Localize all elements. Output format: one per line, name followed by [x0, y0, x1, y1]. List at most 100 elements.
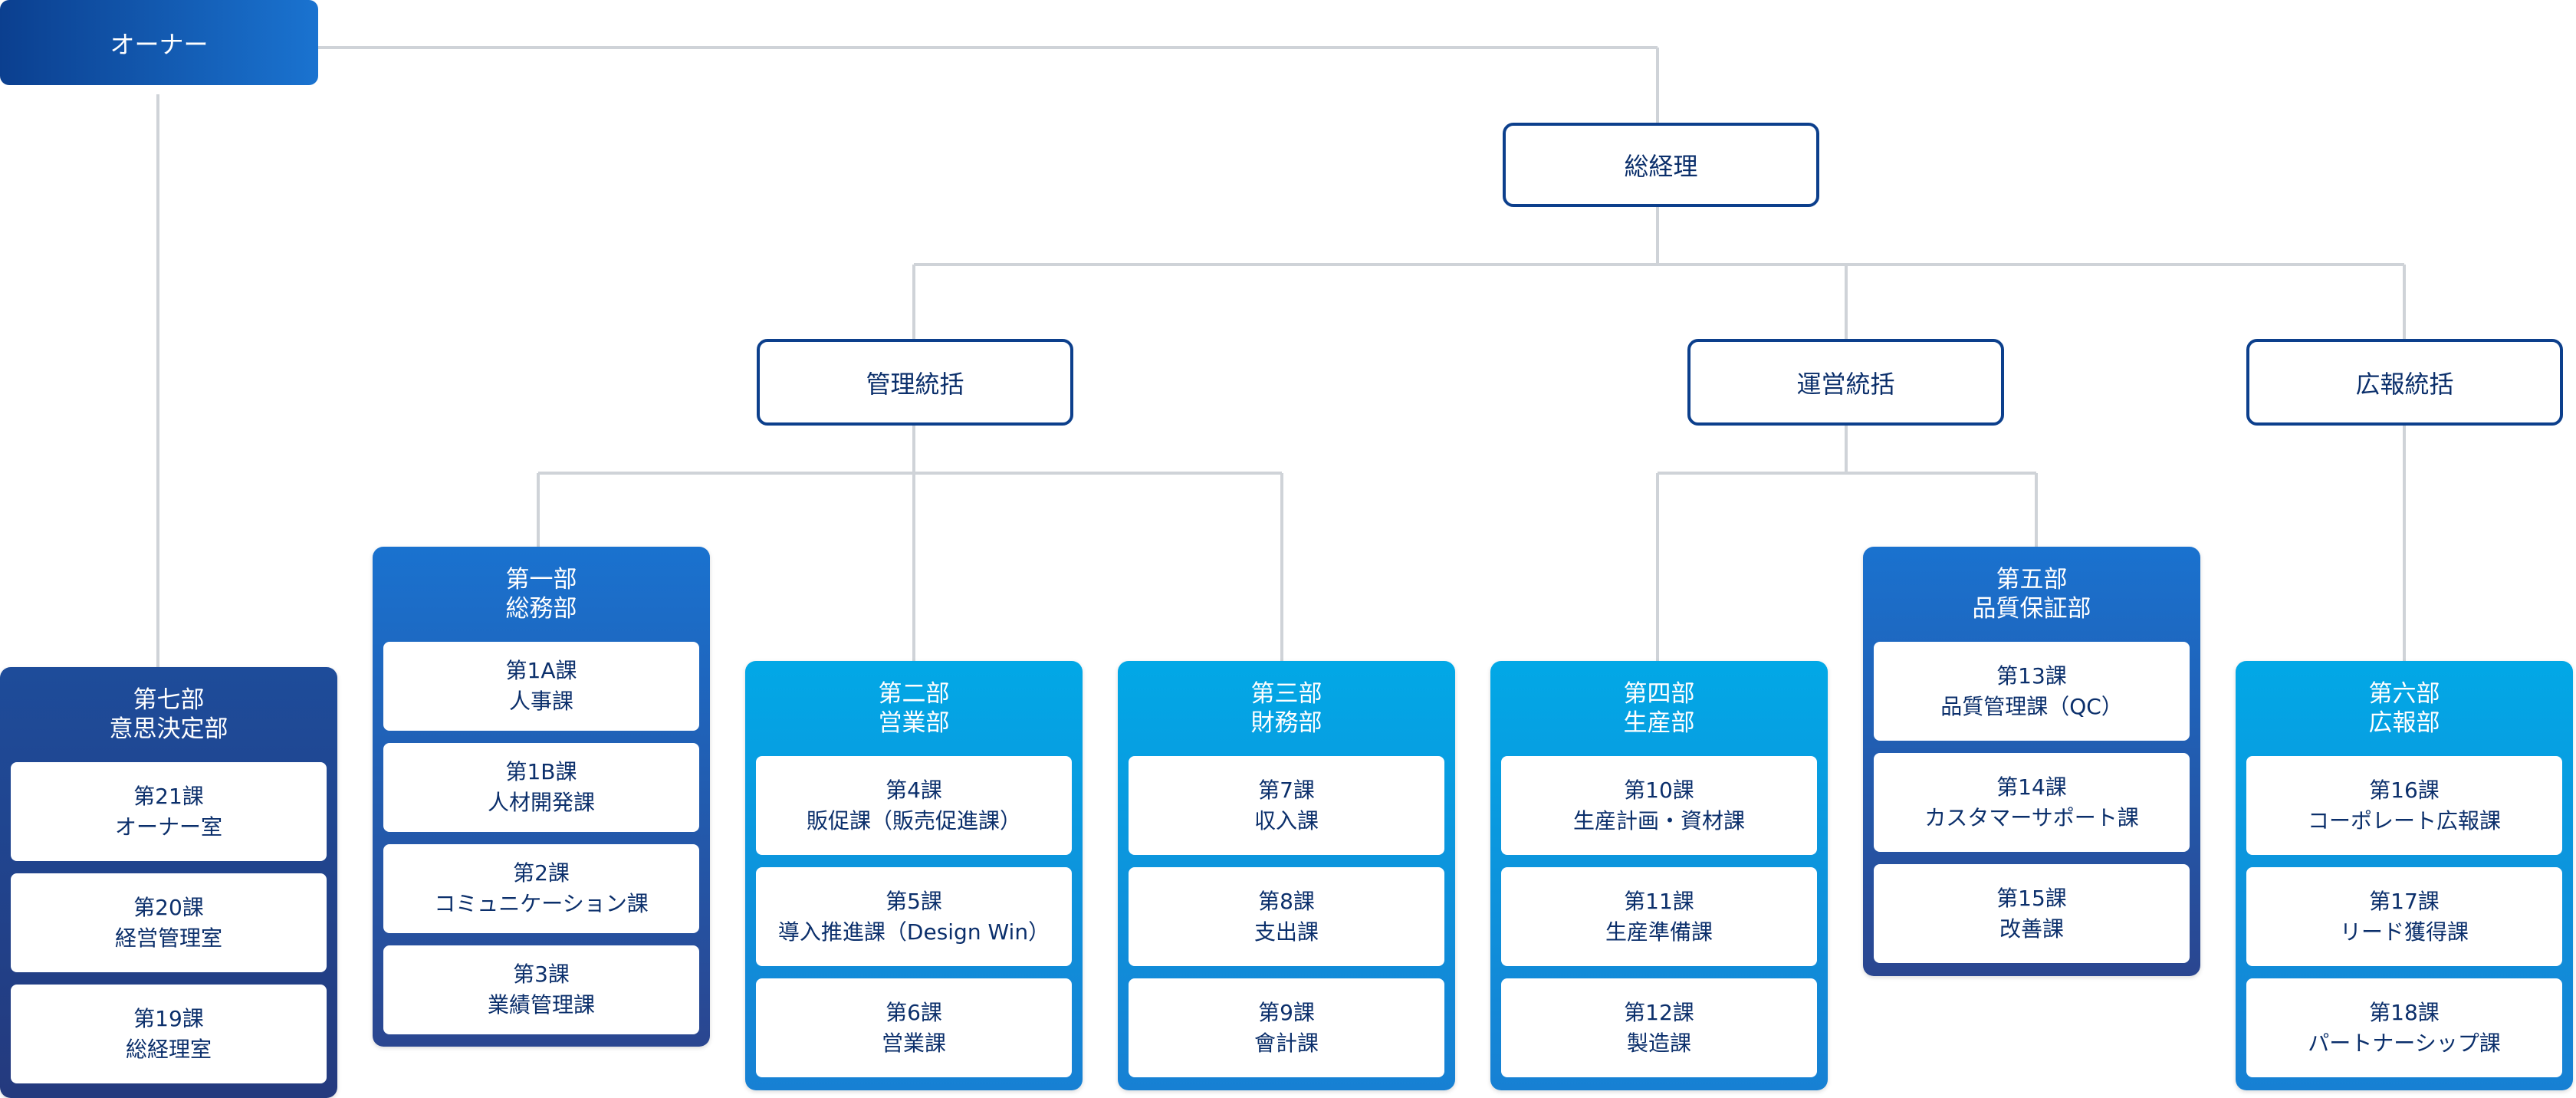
- dept-2-title: 第二部 営業部: [756, 661, 1072, 756]
- section-8-name: 支出課: [1254, 919, 1319, 945]
- section-1a-code: 第1A課: [505, 658, 577, 683]
- section-18: 第18課 パートナーシップ課: [2246, 978, 2562, 1077]
- section-15-name: 改善課: [1999, 916, 2064, 942]
- section-21-code: 第21課: [133, 783, 204, 809]
- section-11-name: 生産準備課: [1605, 919, 1713, 945]
- dept-5-name: 品質保証部: [1972, 595, 2091, 623]
- dept-6-title: 第六部 広報部: [2246, 661, 2562, 756]
- dept-1-number: 第一部: [505, 566, 577, 593]
- section-12-name: 製造課: [1626, 1030, 1691, 1056]
- section-4-name: 販促課（販売促進課）: [806, 807, 1021, 833]
- dept-5-quality: 第五部 品質保証部 第13課 品質管理課（QC） 第14課 カスタマーサポート課…: [1863, 547, 2200, 976]
- section-20: 第20課 経営管理室: [11, 873, 327, 972]
- dept-2-sales: 第二部 営業部 第4課 販促課（販売促進課） 第5課 導入推進課（Design …: [745, 661, 1083, 1090]
- section-21-name: オーナー室: [114, 814, 222, 840]
- section-15: 第15課 改善課: [1874, 864, 2190, 963]
- section-3-code: 第3課: [513, 962, 570, 987]
- section-20-name: 経営管理室: [114, 925, 222, 951]
- dept-2-number: 第二部: [878, 680, 950, 708]
- general-manager-node: 総経理: [1503, 123, 1819, 207]
- section-2-code: 第2課: [513, 860, 570, 886]
- section-1b-code: 第1B課: [505, 759, 577, 784]
- dept-3-name: 財務部: [1250, 709, 1322, 737]
- dept-7-name: 意思決定部: [109, 715, 228, 743]
- section-9-name: 會計課: [1254, 1030, 1319, 1056]
- dept-7-title: 第七部 意思決定部: [11, 667, 327, 762]
- section-19-code: 第19課: [133, 1005, 204, 1031]
- section-1a-name: 人事課: [508, 689, 573, 714]
- section-10-code: 第10課: [1624, 777, 1694, 803]
- section-13-code: 第13課: [1996, 662, 2067, 689]
- management-division-node: 管理統括: [757, 339, 1073, 426]
- section-5-name: 導入推進課（Design Win）: [777, 919, 1050, 945]
- section-14: 第14課 カスタマーサポート課: [1874, 753, 2190, 852]
- section-10-name: 生産計画・資材課: [1572, 807, 1745, 833]
- section-13: 第13課 品質管理課（QC）: [1874, 642, 2190, 741]
- pr-division-node: 広報統括: [2246, 339, 2563, 426]
- section-18-code: 第18課: [2369, 999, 2440, 1025]
- section-10: 第10課 生産計画・資材課: [1501, 756, 1817, 855]
- section-20-code: 第20課: [133, 894, 204, 920]
- section-3-name: 業績管理課: [487, 992, 595, 1017]
- section-7-name: 収入課: [1254, 807, 1319, 833]
- section-1b: 第1B課 人材開発課: [383, 743, 699, 832]
- operations-division-node: 運営統括: [1687, 339, 2004, 426]
- dept-5-title: 第五部 品質保証部: [1874, 547, 2190, 642]
- section-18-name: パートナーシップ課: [2308, 1030, 2501, 1056]
- section-12-code: 第12課: [1624, 999, 1694, 1025]
- dept-1-name: 総務部: [505, 595, 577, 623]
- section-17-name: リード獲得課: [2339, 919, 2469, 945]
- dept-6-name: 広報部: [2368, 709, 2440, 737]
- dept-4-number: 第四部: [1623, 680, 1695, 708]
- section-6: 第6課 営業課: [756, 978, 1072, 1077]
- section-13-name: 品質管理課（QC）: [1940, 693, 2123, 719]
- dept-6-pr: 第六部 広報部 第16課 コーポレート広報課 第17課 リード獲得課 第18課 …: [2236, 661, 2573, 1090]
- section-11-code: 第11課: [1624, 888, 1694, 914]
- dept-3-number: 第三部: [1250, 680, 1322, 708]
- section-4-code: 第4課: [886, 777, 942, 803]
- section-16-name: コーポレート広報課: [2307, 807, 2501, 833]
- dept-4-production: 第四部 生産部 第10課 生産計画・資材課 第11課 生産準備課 第12課 製造…: [1490, 661, 1828, 1090]
- section-9: 第9課 會計課: [1129, 978, 1444, 1077]
- section-19: 第19課 総経理室: [11, 985, 327, 1083]
- dept-5-number: 第五部: [1996, 566, 2068, 593]
- section-1b-name: 人材開発課: [487, 790, 595, 815]
- dept-3-finance: 第三部 財務部 第7課 収入課 第8課 支出課 第9課 會計課: [1118, 661, 1455, 1090]
- dept-2-name: 営業部: [878, 709, 950, 737]
- section-5-code: 第5課: [886, 888, 942, 914]
- section-3: 第3課 業績管理課: [383, 945, 699, 1034]
- section-21: 第21課 オーナー室: [11, 762, 327, 861]
- section-1a: 第1A課 人事課: [383, 642, 699, 731]
- section-14-code: 第14課: [1996, 774, 2067, 800]
- section-9-code: 第9課: [1258, 999, 1315, 1025]
- dept-3-title: 第三部 財務部: [1129, 661, 1444, 756]
- dept-6-number: 第六部: [2368, 680, 2440, 708]
- section-12: 第12課 製造課: [1501, 978, 1817, 1077]
- dept-7-decision: 第七部 意思決定部 第21課 オーナー室 第20課 経営管理室 第19課 総経理…: [0, 667, 337, 1098]
- section-2: 第2課 コミュニケーション課: [383, 844, 699, 933]
- dept-1-title: 第一部 総務部: [383, 547, 699, 642]
- section-11: 第11課 生産準備課: [1501, 867, 1817, 966]
- section-15-code: 第15課: [1996, 885, 2067, 911]
- section-6-name: 営業課: [881, 1030, 946, 1056]
- section-16: 第16課 コーポレート広報課: [2246, 756, 2562, 855]
- section-6-code: 第6課: [886, 999, 942, 1025]
- section-17-code: 第17課: [2369, 888, 2440, 914]
- section-2-name: コミュニケーション課: [434, 891, 649, 916]
- section-14-name: カスタマーサポート課: [1924, 804, 2139, 830]
- section-8-code: 第8課: [1258, 888, 1315, 914]
- section-7-code: 第7課: [1258, 777, 1315, 803]
- dept-7-number: 第七部: [133, 686, 205, 714]
- dept-4-title: 第四部 生産部: [1501, 661, 1817, 756]
- dept-1-general-affairs: 第一部 総務部 第1A課 人事課 第1B課 人材開発課 第2課 コミュニケーショ…: [373, 547, 710, 1047]
- section-7: 第7課 収入課: [1129, 756, 1444, 855]
- section-4: 第4課 販促課（販売促進課）: [756, 756, 1072, 855]
- section-16-code: 第16課: [2369, 777, 2440, 803]
- section-17: 第17課 リード獲得課: [2246, 867, 2562, 966]
- section-5: 第5課 導入推進課（Design Win）: [756, 867, 1072, 966]
- section-8: 第8課 支出課: [1129, 867, 1444, 966]
- dept-4-name: 生産部: [1623, 709, 1695, 737]
- section-19-name: 総経理室: [125, 1036, 212, 1062]
- owner-node: オーナー: [0, 0, 318, 85]
